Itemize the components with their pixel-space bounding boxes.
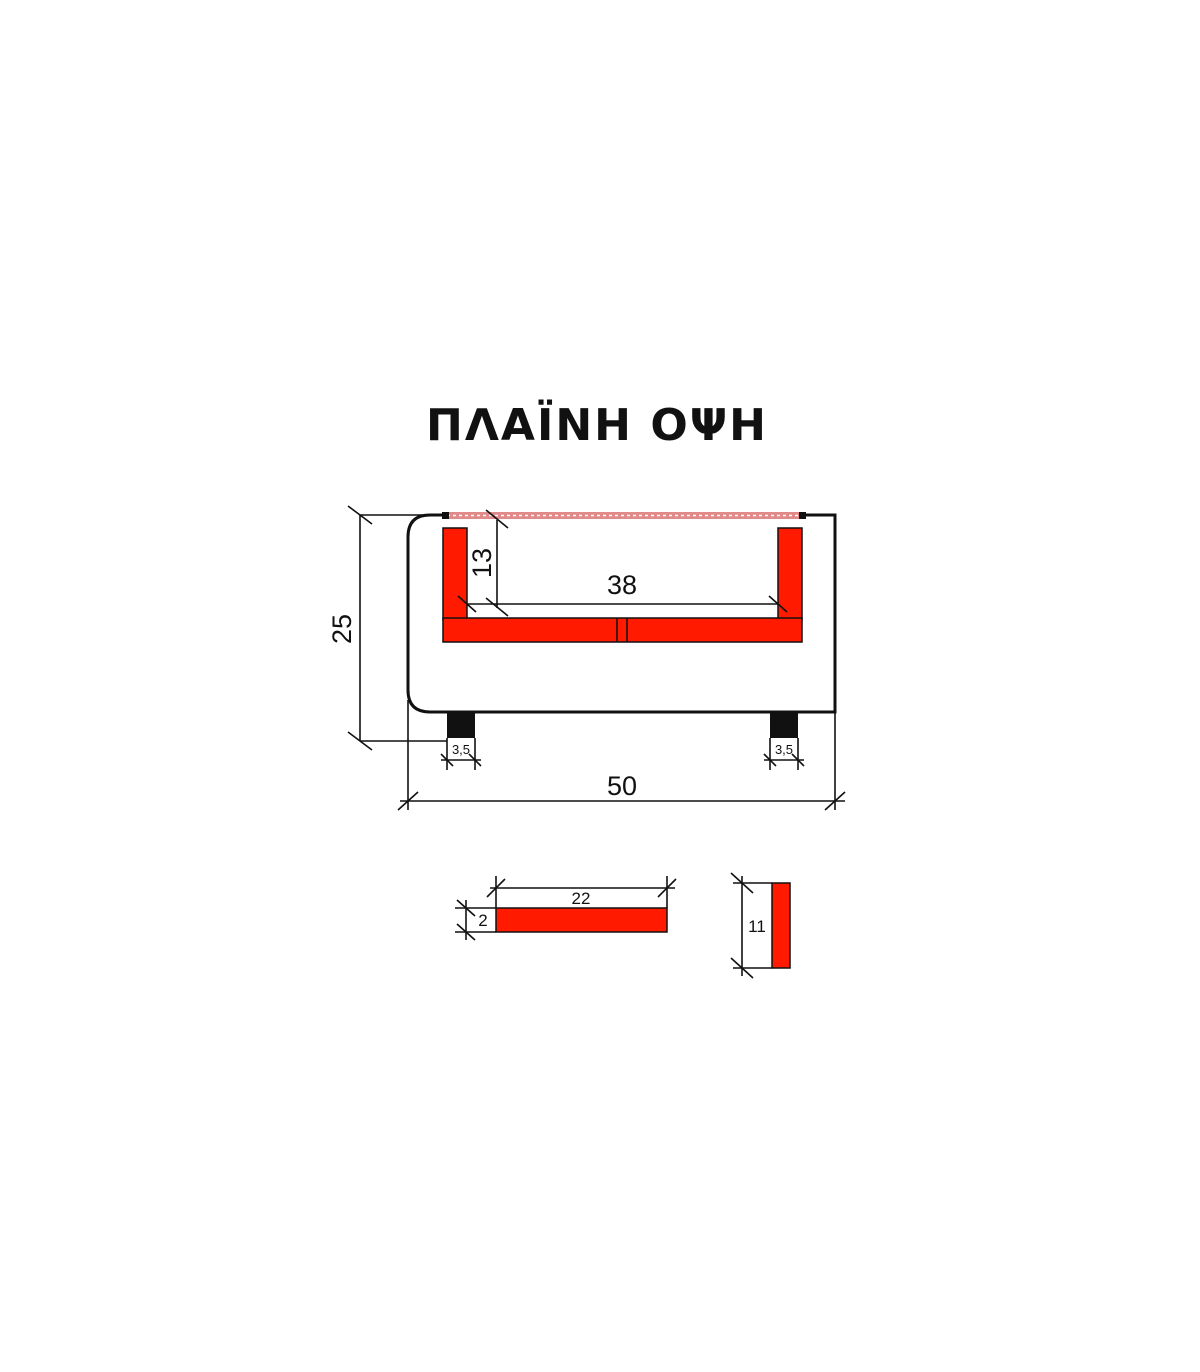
sofa-body-outline: [406, 513, 837, 714]
detail-board: 22 2: [455, 876, 677, 941]
frame-left-post: [442, 527, 468, 621]
top-mesh-strip: [447, 512, 803, 519]
dim-leg-right-label: 3,5: [775, 742, 793, 757]
dim-leg-right: 3,5: [763, 738, 805, 770]
top-mesh-cap-left: [442, 512, 449, 519]
frame-bottom-rail: [442, 617, 803, 643]
drawing-title: ΠΛΑΪΝΗ ΟΨΗ: [426, 398, 768, 451]
leg-left: [447, 712, 475, 738]
dim-overall-height-label: 25: [327, 614, 357, 644]
dim-overall-width-label: 50: [607, 771, 637, 801]
dim-leg-left: 3,5: [440, 738, 482, 770]
detail-board-length-label: 22: [572, 889, 591, 908]
leg-right: [770, 712, 798, 738]
dim-overall-height: 25: [327, 505, 447, 751]
detail-post-height-label: 11: [748, 917, 766, 936]
top-mesh-cap-right: [799, 512, 806, 519]
dim-inner-width: 38: [457, 570, 788, 613]
detail-board-shape: [495, 907, 668, 933]
dim-side-height-label: 13: [467, 548, 497, 578]
red-frame: [442, 527, 803, 643]
detail-board-thickness-label: 2: [478, 911, 487, 930]
detail-post-shape: [771, 882, 791, 969]
detail-post: 11: [730, 872, 791, 979]
dim-leg-left-label: 3,5: [452, 742, 470, 757]
dim-inner-width-label: 38: [607, 570, 637, 600]
dim-overall-width: 50: [397, 700, 846, 811]
dim-side-height: 13: [467, 509, 509, 617]
frame-right-post: [777, 527, 803, 621]
